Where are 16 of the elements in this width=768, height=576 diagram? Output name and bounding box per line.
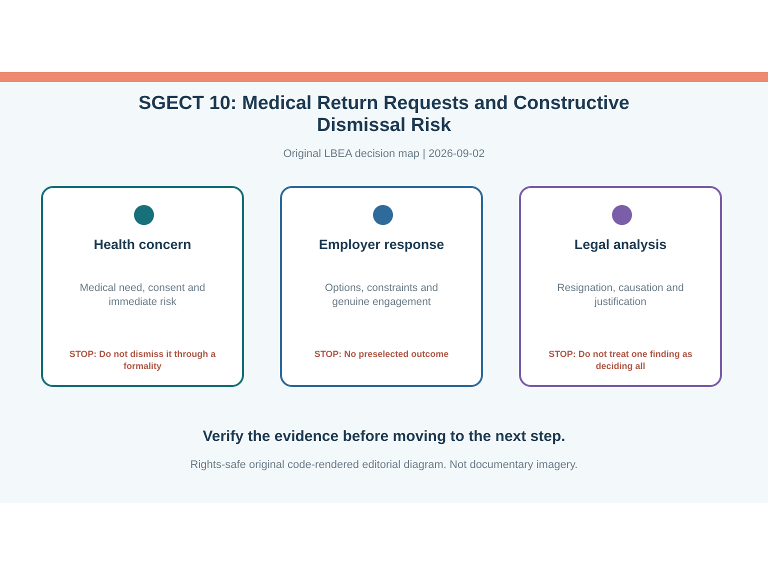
card-heading: Employer response xyxy=(318,237,446,252)
card-description: Options, constraints and genuine engagement xyxy=(324,281,440,309)
instruction-text: Verify the evidence before moving to the next step. xyxy=(202,428,566,445)
footer-note: Rights-safe original code-rendered editorial diagram. Not documentary imagery. xyxy=(189,459,579,471)
step-card xyxy=(41,186,244,387)
card-heading: Legal analysis xyxy=(573,237,668,252)
stop-warning: STOP: Do not dismiss it through a formality xyxy=(68,348,217,372)
card-description: Resignation, causation and justification xyxy=(556,281,685,309)
stop-warning: STOP: Do not treat one finding as deciding all xyxy=(548,348,694,372)
diagram-title: SGECT 10: Medical Return Requests and Constructive Dismissal Risk xyxy=(138,93,630,137)
step-card xyxy=(519,186,722,387)
subtitle: Original LBEA decision map | 2026-09-02 xyxy=(282,148,486,160)
step-card xyxy=(280,186,483,387)
card-description: Medical need, consent and immediate risk xyxy=(78,281,206,309)
card-heading: Health concern xyxy=(92,237,192,252)
stop-warning: STOP: No preselected outcome xyxy=(313,348,450,360)
